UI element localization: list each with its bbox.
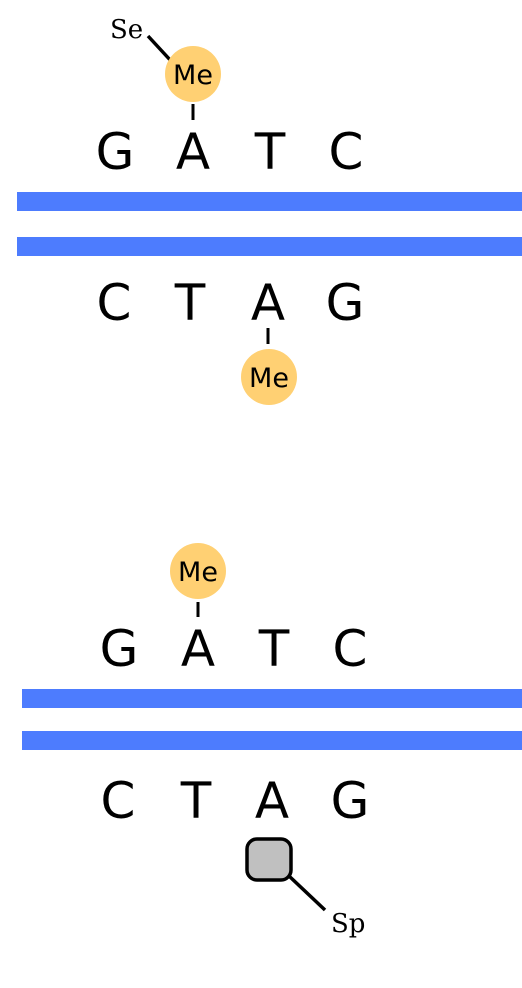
backbone-strand-upper: [17, 192, 522, 211]
se-label: Se: [110, 15, 143, 45]
top-base-2: A: [176, 123, 210, 181]
panel2-bottom-base-1: C: [101, 772, 136, 830]
top-base-1: G: [96, 123, 135, 181]
top-base-4: C: [329, 123, 364, 181]
methyl-label-top: Me: [173, 60, 213, 91]
methyl-group-top: [165, 46, 221, 102]
backbone-strand-lower: [17, 237, 522, 256]
bottom-panel: Me G A T C C T A G Sp: [22, 543, 522, 939]
bottom-base-4: G: [326, 274, 365, 332]
bottom-base-3: A: [251, 274, 285, 332]
panel2-backbone-strand-upper: [22, 689, 522, 708]
panel2-bottom-base-3: A: [255, 772, 289, 830]
panel2-bottom-base-2: T: [180, 772, 212, 830]
top-base-3: T: [254, 123, 286, 181]
se-connector: [146, 34, 174, 64]
sp-label: Sp: [331, 909, 365, 939]
sp-connector: [287, 874, 327, 912]
methyl-label-panel2: Me: [178, 557, 218, 588]
top-panel: Se Me G A T C C T A G Me: [17, 15, 522, 405]
panel2-top-base-4: C: [333, 620, 368, 678]
protein-block: [245, 837, 293, 882]
bottom-base-1: C: [97, 274, 132, 332]
panel2-top-base-2: A: [181, 620, 215, 678]
panel2-top-base-3: T: [258, 620, 290, 678]
methyl-group-bottom: [241, 349, 297, 405]
panel2-bottom-base-4: G: [331, 772, 370, 830]
methyl-label-bottom: Me: [249, 363, 289, 394]
panel2-top-base-1: G: [100, 620, 139, 678]
bottom-base-2: T: [174, 274, 206, 332]
methyl-group-panel2: [170, 543, 226, 599]
panel2-backbone-strand-lower: [22, 731, 522, 750]
